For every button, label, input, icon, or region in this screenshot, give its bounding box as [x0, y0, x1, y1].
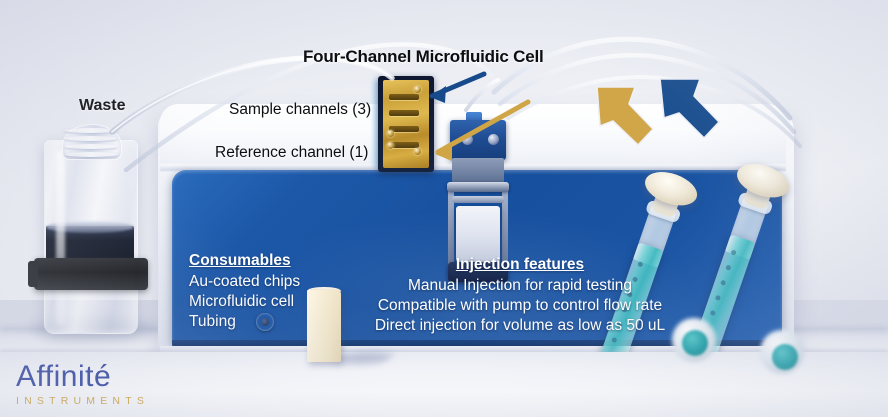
injector-lever-arm[interactable] [447, 182, 509, 192]
front-sheet [0, 352, 888, 417]
injector-lever-side [448, 186, 454, 266]
chip-channel [389, 110, 419, 116]
logo-subtitle: INSTRUMENTS [16, 395, 150, 407]
reference-channel-label: Reference channel (1) [215, 144, 369, 161]
waste-vial-thread [64, 128, 118, 133]
waste-vial-thread [64, 152, 118, 157]
chip-port-dot [414, 86, 421, 93]
injector-lever-plate[interactable] [456, 206, 500, 262]
waste-label: Waste [79, 97, 126, 114]
brand-logo: Affinité INSTRUMENTS [16, 360, 150, 408]
waste-vial-clip [28, 258, 148, 290]
chip-port-dot [387, 130, 394, 137]
consumables-item: Tubing [189, 313, 236, 330]
chip-card [307, 290, 341, 362]
waste-vial-highlight [56, 150, 65, 325]
injection-features-block: Injection features Manual Injection for … [355, 256, 685, 335]
injector-lever-side [502, 186, 508, 266]
injector-bolt [462, 134, 473, 145]
injection-item: Manual Injection for rapid testing [407, 277, 633, 294]
syringe-foreground-bulb-core [772, 344, 798, 370]
injector-bolt [488, 134, 499, 145]
microfluidic-cell-title: Four-Channel Microfluidic Cell [303, 47, 544, 66]
logo-name: Affinité [16, 360, 112, 393]
panel-knob-center [261, 318, 269, 326]
injection-item: Direct injection for volume as low as 50… [374, 317, 666, 334]
injector-body [452, 158, 504, 184]
consumables-heading: Consumables [189, 252, 291, 269]
consumables-item: Microfluidic cell [189, 293, 295, 310]
microfluidic-chip-frame [378, 76, 434, 172]
waste-vial-thread [64, 136, 118, 141]
injector-lever-arm-2[interactable] [452, 196, 504, 203]
sample-channels-label: Sample channels (3) [229, 101, 372, 118]
injector-lever-foot [448, 262, 508, 282]
consumables-item: Au-coated chips [189, 273, 301, 290]
chip-port-dot [387, 142, 394, 149]
waste-vial-thread [64, 144, 118, 149]
injection-item: Compatible with pump to control flow rat… [377, 297, 663, 314]
waste-vial-liquid-surface [46, 221, 134, 233]
microfluidic-chip-gold-surface [383, 80, 429, 168]
instrument-faceplate-bottom [172, 340, 782, 350]
consumables-block: Consumables Au-coated chips Microfluidic… [189, 252, 300, 331]
syringe-foreground-bulb-core [682, 330, 708, 356]
chip-port-dot [414, 148, 421, 155]
chip-channel [389, 94, 419, 100]
injection-heading: Injection features [455, 256, 585, 273]
